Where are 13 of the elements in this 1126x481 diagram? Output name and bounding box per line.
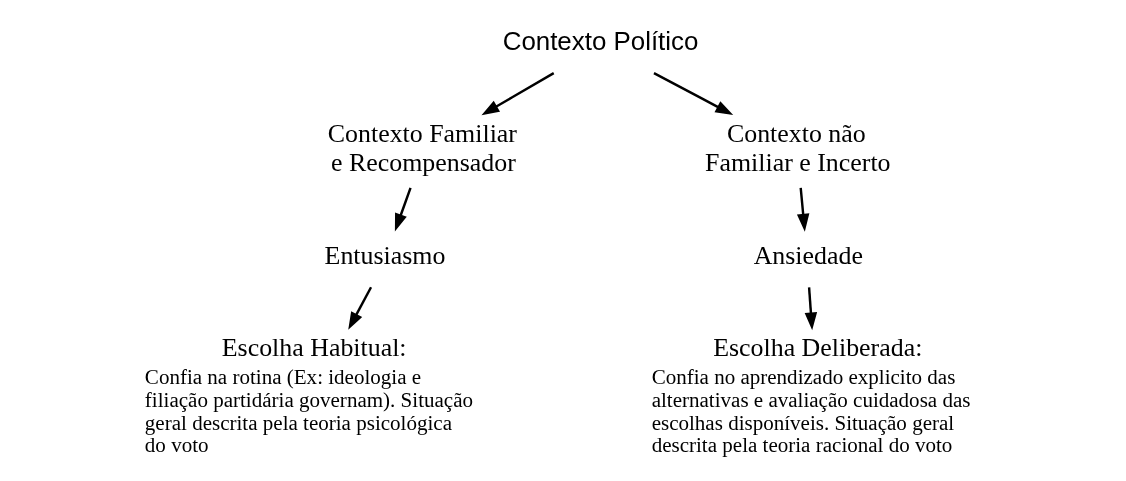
arrow [804,287,818,331]
node-text: Escolha Habitual: Confia na rotina (Ex: ideologia e filiação partidária governam). Situação geral descrita pela teoria psicológica do voto [144,332,474,458]
node-text: Ansiedade [753,240,863,270]
arrow [481,72,555,116]
node-text: Contexto não Familiar e Incerto [705,119,891,178]
node-text: Contexto Político [502,26,699,55]
arrow [394,187,412,232]
node-text: Entusiasmo [324,240,446,270]
node-text: Contexto Familiar e Recompensador [327,119,517,178]
arrow [348,286,373,330]
arrow [796,187,810,232]
arrow [653,72,734,116]
node-text: Escolha Deliberada: Confia no aprendizado explicito das alternativas e avaliação cuidadosa das escolhas disponíveis. Situação geral descrita pela teoria racional do voto [651,332,971,458]
